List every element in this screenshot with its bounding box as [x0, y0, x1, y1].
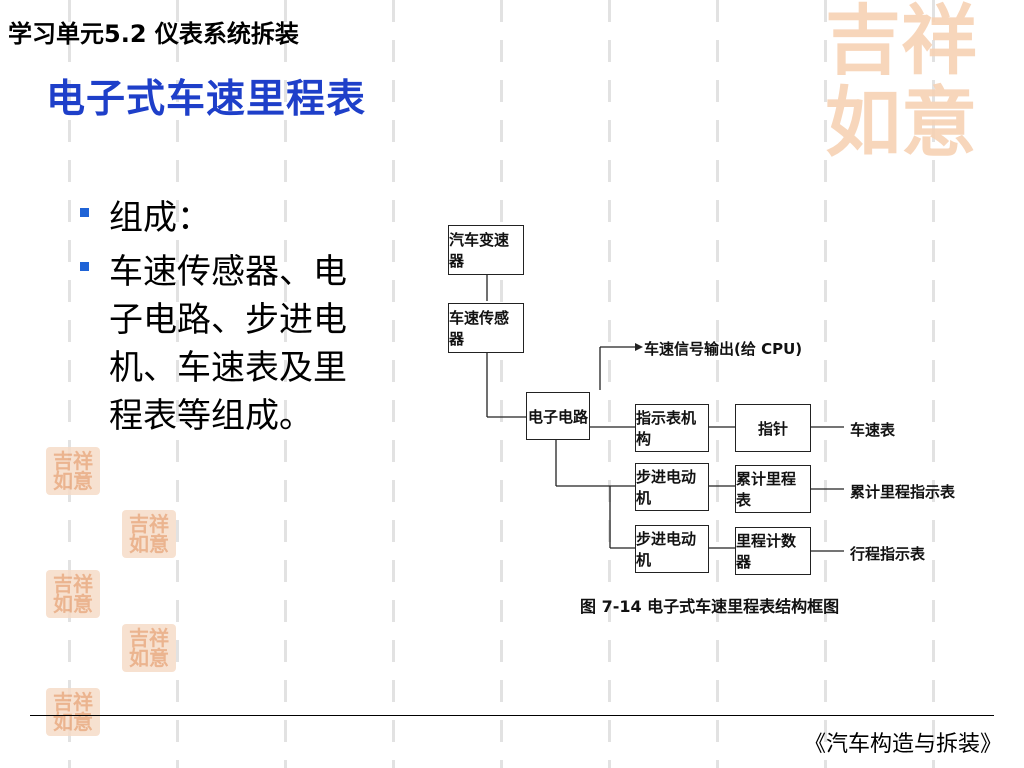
diagram-connectors	[486, 275, 844, 552]
box-transmission: 汽车变速器	[448, 225, 524, 275]
label-speedometer: 车速表	[850, 421, 896, 439]
box-speed-sensor: 车速传感器	[448, 303, 524, 353]
bullet-marker-icon	[80, 262, 89, 271]
bullet-text: 组成：	[109, 198, 211, 238]
diagram-caption: 图 7-14 电子式车速里程表结构框图	[580, 597, 840, 616]
box-trip-counter: 里程计数器	[735, 527, 811, 575]
seal-stamp: 吉祥如意	[122, 624, 176, 672]
label-signal-output: 车速信号输出(给 CPU)	[644, 340, 803, 358]
seal-stamp: 吉祥如意	[46, 688, 100, 736]
bullet-list: 组成： 车速传感器、电子电路、步进电机、车速表及里程表等组成。	[80, 194, 380, 446]
unit-title: 学习单元5.2 仪表系统拆装	[8, 20, 299, 48]
bullet-marker-icon	[80, 208, 89, 217]
seal-stamp: 吉祥如意	[46, 447, 100, 495]
label-odometer-indicator: 累计里程指示表	[850, 483, 956, 501]
box-electronic-circuit: 电子电路	[526, 392, 590, 440]
bullet-item: 组成：	[80, 194, 380, 242]
seal-stamp: 吉祥如意	[46, 570, 100, 618]
auspicious-seal-watermark: 吉祥如意	[825, 0, 977, 167]
box-stepper-motor-1: 步进电动机	[635, 463, 709, 511]
bullet-text: 车速传感器、电子电路、步进电机、车速表及里程表等组成。	[109, 252, 347, 436]
box-pointer: 指针	[735, 404, 811, 452]
box-indicator-mechanism: 指示表机构	[635, 404, 709, 452]
box-stepper-motor-2: 步进电动机	[635, 525, 709, 573]
footer-divider	[30, 715, 994, 716]
bullet-item: 车速传感器、电子电路、步进电机、车速表及里程表等组成。	[80, 248, 380, 440]
seal-stamp: 吉祥如意	[122, 510, 176, 558]
box-odometer: 累计里程表	[735, 465, 811, 513]
label-trip-indicator: 行程指示表	[850, 545, 926, 563]
footer-book-title: 《汽车构造与拆装》	[803, 732, 1002, 757]
slide-title: 电子式车速里程表	[46, 77, 367, 122]
